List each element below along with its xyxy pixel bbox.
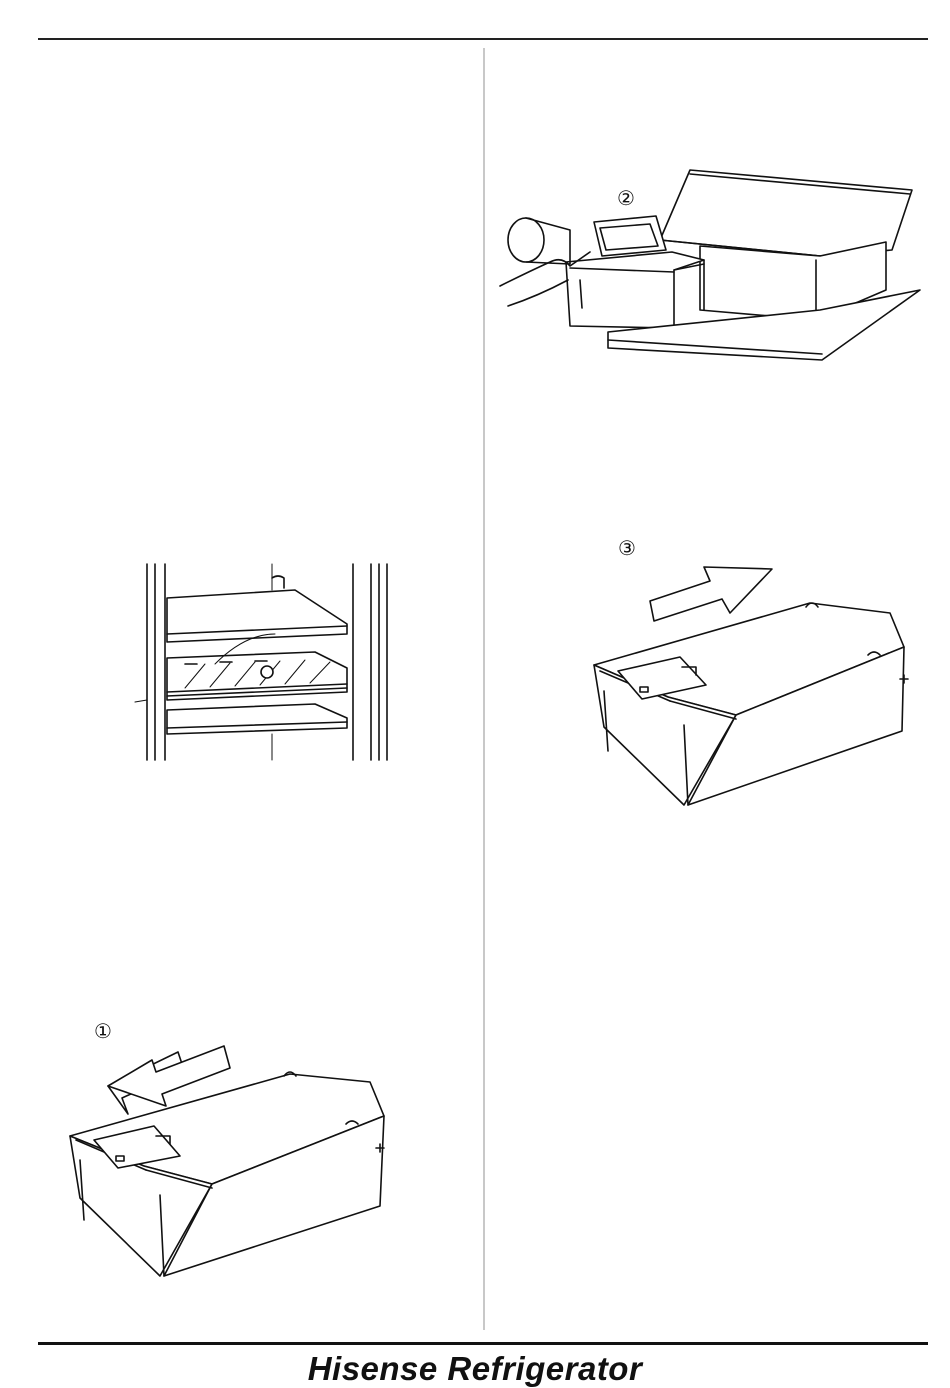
step-2-label: ② xyxy=(617,186,635,210)
footer-brand: Hisense Refrigerator xyxy=(0,1350,950,1388)
step-3-label: ③ xyxy=(618,536,636,560)
step-1-illustration: ① xyxy=(60,1010,400,1285)
shelf-compartment-illustration xyxy=(135,560,395,765)
arrow-right-icon xyxy=(650,567,772,621)
step-2-illustration: ② xyxy=(490,160,930,370)
footer-rule xyxy=(38,1342,928,1345)
column-divider xyxy=(483,48,485,1330)
header-rule xyxy=(38,38,928,40)
step-3-illustration: ③ xyxy=(580,525,920,815)
step-1-label: ① xyxy=(94,1019,112,1043)
